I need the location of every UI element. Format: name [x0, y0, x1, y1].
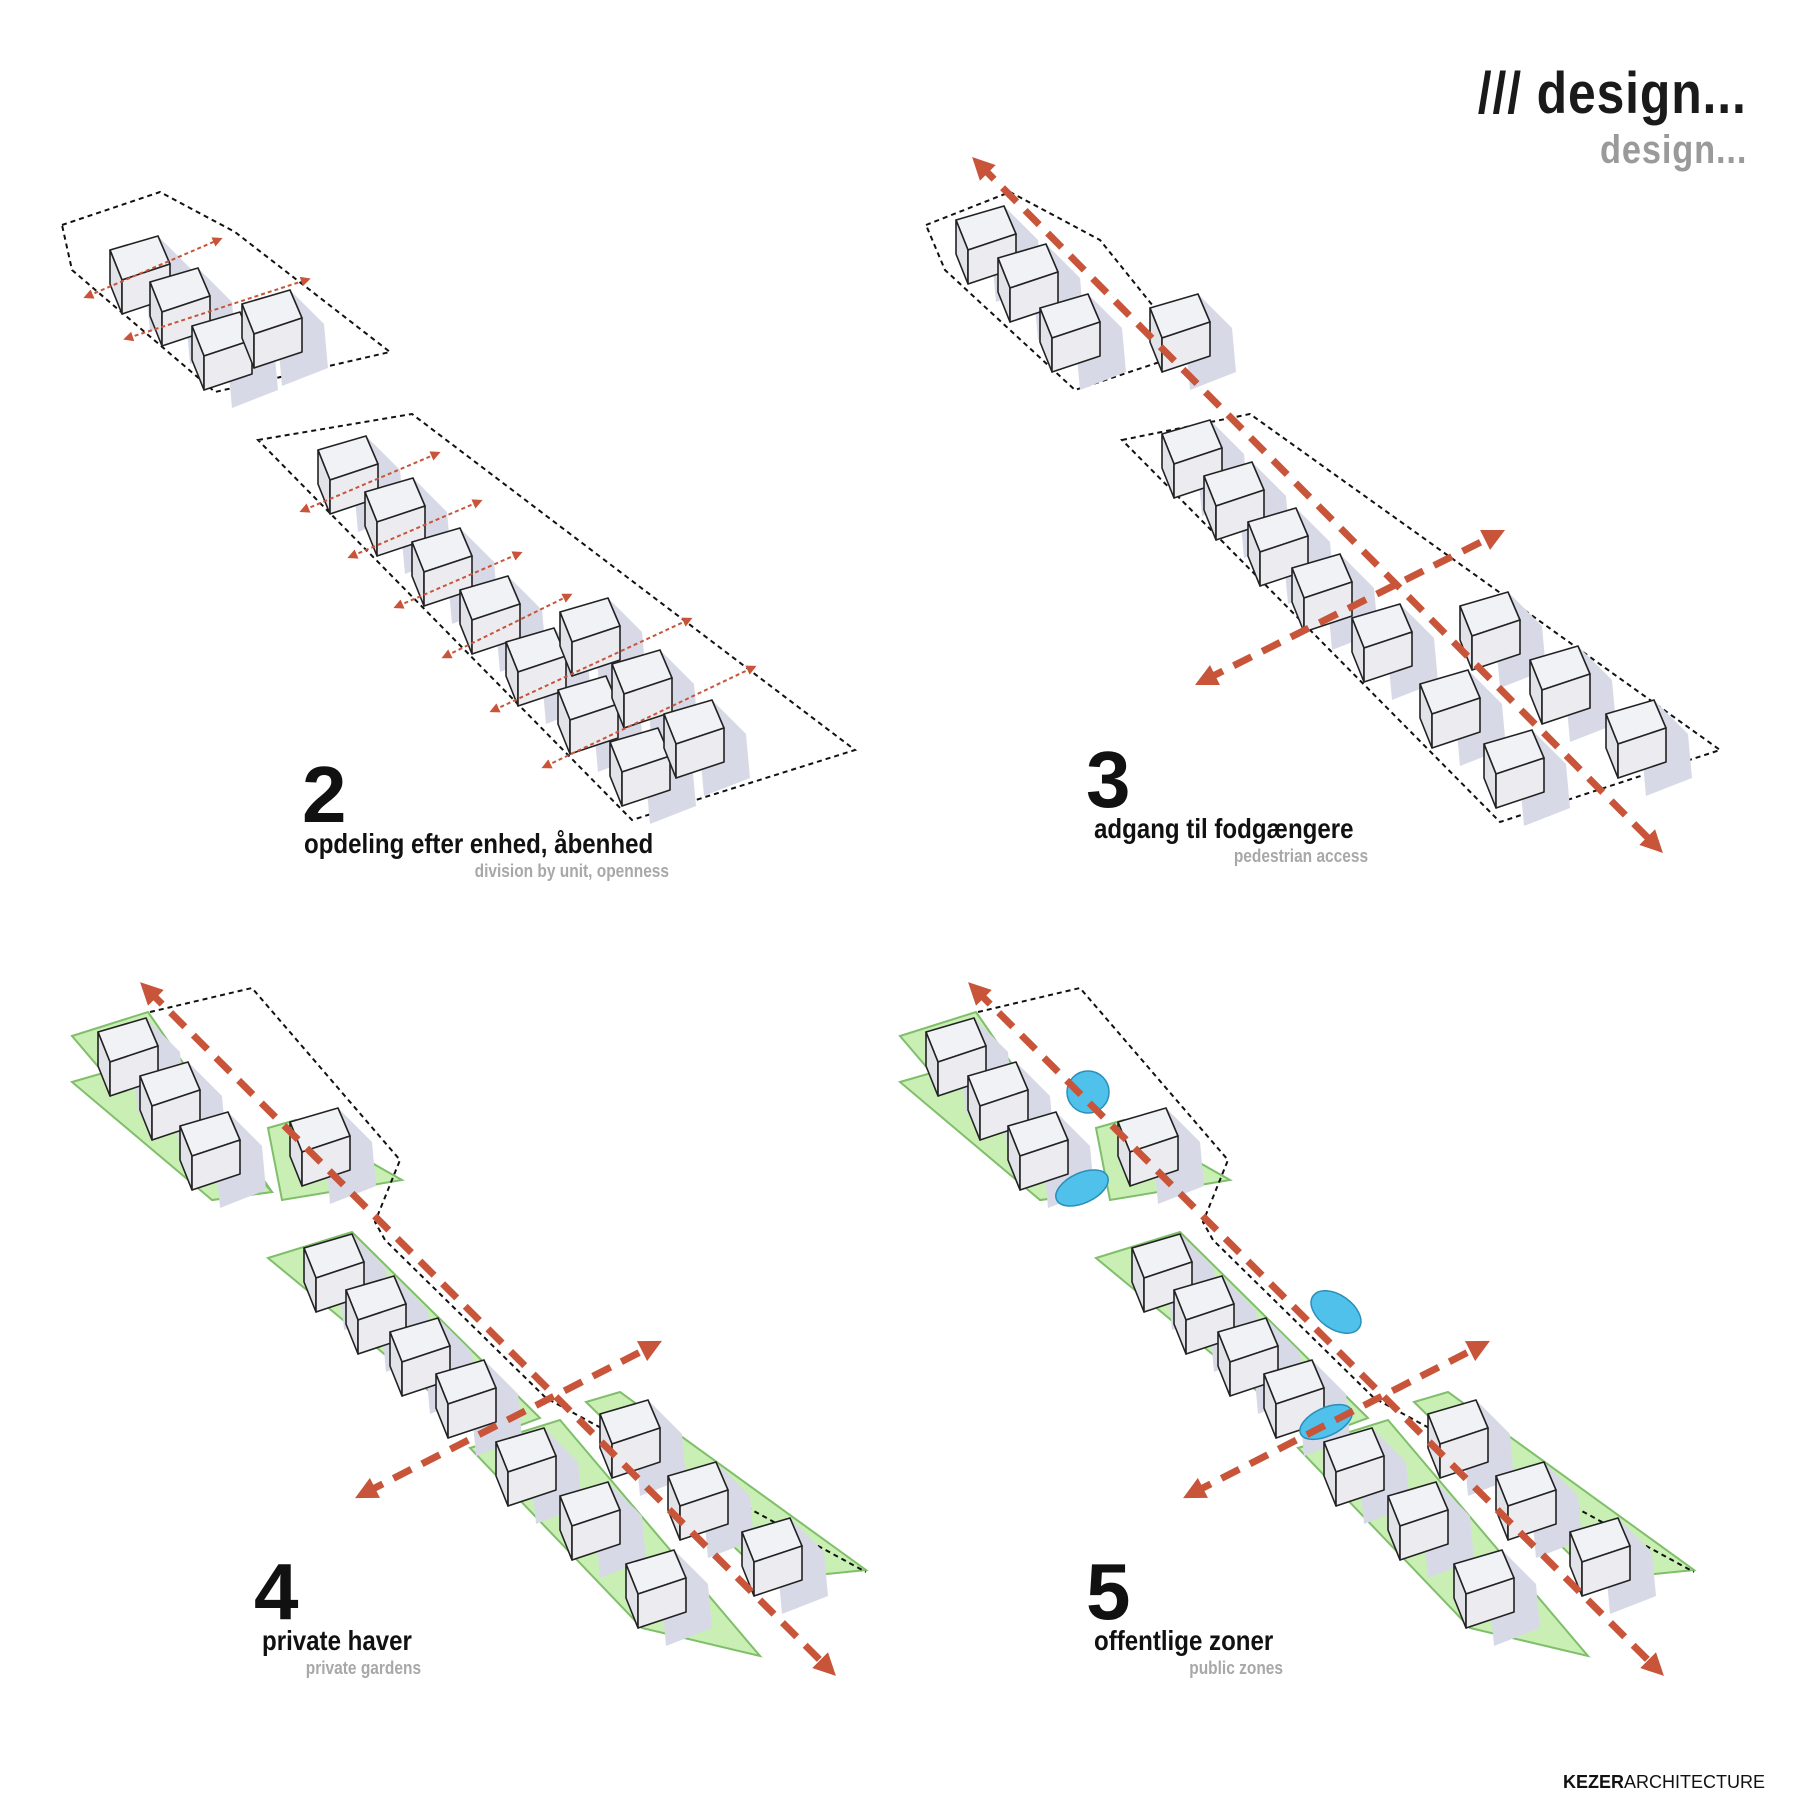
building-blocks	[97, 1017, 828, 1646]
site-boundary-south	[255, 412, 858, 822]
panel-3-diagram	[924, 157, 1723, 853]
panel-4-title: private haver	[262, 1625, 412, 1656]
site-boundary-north	[60, 190, 393, 394]
brand-bold: KEZER	[1562, 1772, 1624, 1792]
public-zone	[1066, 1070, 1110, 1114]
pedestrian-access-arrows	[972, 157, 1663, 853]
building-block	[1453, 1549, 1540, 1646]
panel-2-title: opdeling efter enhed, åbenhed	[304, 828, 654, 859]
panel-5-title: offentlige zoner	[1094, 1625, 1274, 1656]
panel-5-number: 5	[1086, 1547, 1131, 1636]
panel-4-diagram	[69, 982, 869, 1676]
panel-5-diagram	[897, 982, 1697, 1676]
building-block	[179, 1111, 266, 1208]
panel-3-title: adgang til fodgængere	[1094, 813, 1354, 844]
panel-4-subtitle: private gardens	[305, 1658, 421, 1678]
panel-4-number: 4	[254, 1547, 299, 1636]
panel-2-number: 2	[302, 750, 347, 839]
building-blocks	[109, 235, 750, 824]
public-zone	[1310, 1289, 1362, 1335]
pedestrian-access-arrows	[140, 982, 836, 1676]
panel-2-diagram	[60, 190, 858, 824]
building-blocks	[925, 1017, 1656, 1646]
unit-division-arrows	[83, 237, 757, 769]
building-block	[667, 1461, 754, 1558]
header-subtitle: design...	[1599, 128, 1747, 172]
panel-3-number: 3	[1086, 735, 1131, 824]
panel-3-subtitle: pedestrian access	[1233, 846, 1368, 866]
panel-2-subtitle: division by unit, openness	[474, 861, 669, 881]
building-block	[1529, 645, 1616, 742]
panel-5-subtitle: public zones	[1189, 1658, 1283, 1678]
header-title: /// design...	[1478, 61, 1747, 126]
building-block	[625, 1549, 712, 1646]
building-block	[1039, 293, 1126, 390]
brand-light: ARCHITECTURE	[1623, 1772, 1765, 1792]
building-block	[1605, 699, 1692, 796]
building-block	[1495, 1461, 1582, 1558]
brand-logo: KEZERARCHITECTURE	[1563, 1772, 1765, 1793]
pedestrian-access-arrows	[968, 982, 1664, 1676]
